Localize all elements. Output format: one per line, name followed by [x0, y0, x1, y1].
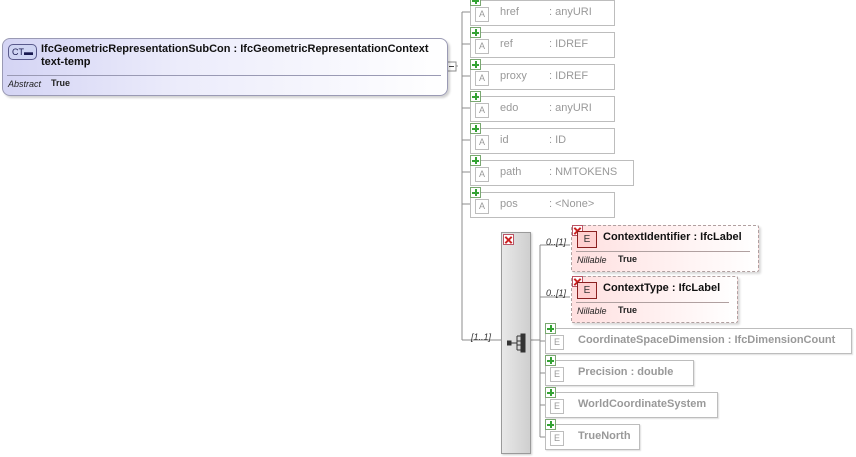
sequence-compositor[interactable]	[501, 232, 531, 454]
element-world-coordinate-system[interactable]: E WorldCoordinateSystem	[545, 387, 718, 418]
element-icon: E	[550, 335, 564, 350]
attribute-name: path	[500, 166, 522, 178]
element-divider	[576, 251, 750, 252]
expand-plus-icon[interactable]	[470, 187, 481, 198]
element-name: Precision : double	[578, 366, 674, 378]
attribute-name: proxy	[500, 70, 527, 82]
attribute-icon: A	[475, 39, 489, 54]
element-icon: E	[550, 431, 564, 446]
element-coordinate-space-dimension[interactable]: E CoordinateSpaceDimension : IfcDimensio…	[545, 323, 852, 354]
element-icon: E	[577, 282, 597, 299]
attribute-icon: A	[475, 7, 489, 22]
element-icon: E	[550, 367, 564, 382]
element-cardinality: 0..[1]	[546, 237, 567, 247]
attribute-icon: A	[475, 103, 489, 118]
attribute-icon: A	[475, 167, 489, 182]
attribute-icon: A	[475, 199, 489, 214]
attribute-proxy[interactable]: A proxy : IDREF	[470, 59, 615, 90]
nillable-label: Nillable	[577, 306, 607, 316]
expand-plus-icon[interactable]	[470, 0, 481, 6]
expand-plus-icon[interactable]	[470, 27, 481, 38]
attribute-pos[interactable]: A pos : <None>	[470, 187, 615, 218]
attribute-ref[interactable]: A ref : IDREF	[470, 27, 615, 58]
sequence-cardinality: [1..1]	[471, 332, 492, 342]
nillable-label: Nillable	[577, 255, 607, 265]
attribute-type: : anyURI	[549, 6, 592, 18]
expand-plus-icon[interactable]	[545, 323, 556, 334]
attribute-type: : ID	[549, 134, 567, 146]
attribute-href[interactable]: A href : anyURI	[470, 0, 615, 26]
attribute-name: edo	[500, 102, 519, 114]
attribute-edo[interactable]: A edo : anyURI	[470, 91, 615, 122]
element-name: WorldCoordinateSystem	[578, 398, 707, 410]
expand-plus-icon[interactable]	[545, 355, 556, 366]
attribute-name: href	[500, 6, 519, 18]
complex-type-divider	[7, 75, 441, 76]
expand-plus-icon[interactable]	[470, 123, 481, 134]
attribute-name: pos	[500, 198, 518, 210]
element-precision[interactable]: E Precision : double	[545, 355, 694, 386]
attribute-name: ref	[500, 38, 513, 50]
expand-plus-icon[interactable]	[470, 155, 481, 166]
nillable-value: True	[618, 254, 638, 264]
element-icon: E	[577, 231, 597, 248]
element-icon: E	[550, 399, 564, 414]
complex-type-icon: CT▬	[8, 44, 37, 60]
element-name: ContextIdentifier : IfcLabel	[603, 231, 742, 243]
collapse-x-icon[interactable]	[503, 234, 514, 245]
expand-plus-icon[interactable]	[470, 59, 481, 70]
element-name: TrueNorth	[578, 430, 631, 442]
attribute-type: : anyURI	[549, 102, 592, 114]
attribute-icon: A	[475, 71, 489, 86]
abstract-label: Abstract	[8, 79, 42, 89]
attribute-type: : IDREF	[549, 70, 589, 82]
abstract-value: True	[51, 78, 71, 88]
element-context-type[interactable]: E ContextType : IfcLabel Nillable True	[571, 276, 738, 323]
element-context-identifier[interactable]: E ContextIdentifier : IfcLabel Nillable …	[571, 225, 759, 272]
element-cardinality: 0..[1]	[546, 288, 567, 298]
sequence-icon	[507, 333, 526, 353]
complex-type-title: IfcGeometricRepresentationSubCon : IfcGe…	[41, 43, 429, 68]
expand-plus-icon[interactable]	[545, 387, 556, 398]
attribute-path[interactable]: A path : NMTOKENS	[470, 155, 634, 186]
element-name: CoordinateSpaceDimension : IfcDimensionC…	[578, 334, 836, 346]
expand-plus-icon[interactable]	[545, 419, 556, 430]
attribute-icon: A	[475, 135, 489, 150]
attribute-type: : <None>	[549, 198, 595, 210]
attribute-type: : IDREF	[549, 38, 589, 50]
attribute-id[interactable]: A id : ID	[470, 123, 615, 154]
element-true-north[interactable]: E TrueNorth	[545, 419, 640, 450]
nillable-value: True	[618, 305, 638, 315]
attribute-type: : NMTOKENS	[549, 166, 618, 178]
expand-plus-icon[interactable]	[470, 91, 481, 102]
complex-type-icon-label: CT	[12, 47, 24, 57]
element-name: ContextType : IfcLabel	[603, 282, 721, 294]
complex-type-box[interactable]: CT▬ IfcGeometricRepresentationSubCon : I…	[2, 38, 448, 96]
attribute-name: id	[500, 134, 509, 146]
element-divider	[576, 302, 729, 303]
